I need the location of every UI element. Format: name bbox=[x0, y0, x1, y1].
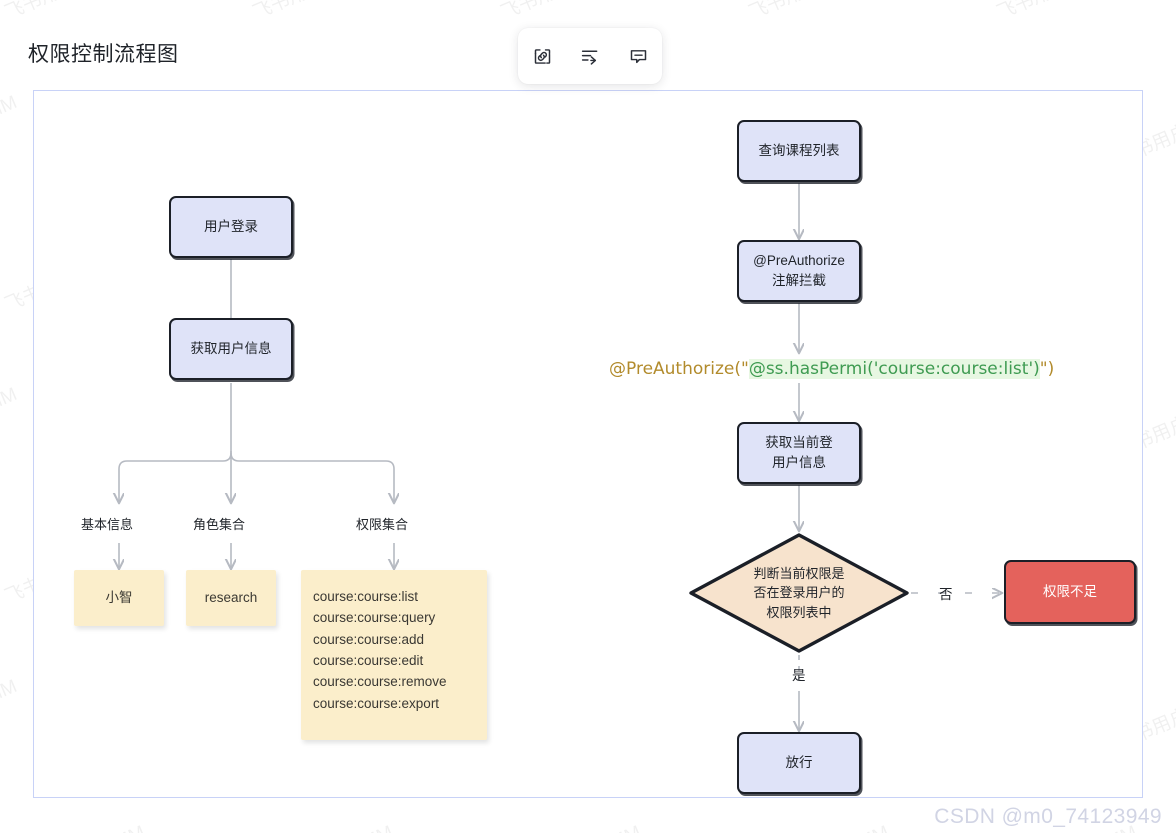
node-label: 放行 bbox=[785, 755, 813, 771]
watermark-text: 飞书用户0506MM bbox=[248, 817, 397, 833]
watermark-text: 飞书用户0506MM bbox=[496, 817, 645, 833]
node-get-user-info[interactable]: 获取用户信息 bbox=[169, 318, 293, 380]
permission-item: course:course:query bbox=[313, 610, 436, 626]
note-roles-value[interactable]: research bbox=[186, 570, 276, 626]
annotation-inner: @ss.hasPermi('course:course:list') bbox=[748, 359, 1040, 379]
share-icon-button[interactable] bbox=[573, 39, 607, 73]
node-allow[interactable]: 放行 bbox=[737, 732, 861, 794]
toolbar bbox=[518, 28, 662, 84]
comment-icon-button[interactable] bbox=[621, 39, 655, 73]
node-label-line2: 注解拦截 bbox=[772, 273, 826, 288]
edge-label-yes: 是 bbox=[792, 668, 806, 683]
node-permission-denied[interactable]: 权限不足 bbox=[1004, 560, 1136, 624]
node-label-line1: @PreAuthorize bbox=[753, 253, 845, 269]
annotation-preauthorize-code: @PreAuthorize("@ss.hasPermi('course:cour… bbox=[609, 359, 1054, 379]
page-header: 权限控制流程图 bbox=[0, 0, 1176, 88]
annotation-outer-prefix: @PreAuthorize(" bbox=[609, 359, 749, 379]
watermark-text: 飞书用户0506MM bbox=[744, 817, 893, 833]
node-label-line2: 用户信息 bbox=[772, 455, 826, 470]
watermark-text: 飞书用户0506MM bbox=[0, 92, 21, 170]
permission-item: course:course:export bbox=[313, 695, 440, 711]
node-label: 权限不足 bbox=[1043, 584, 1097, 600]
diamond-shape bbox=[689, 533, 909, 653]
diamond-label-line3: 权限列表中 bbox=[766, 604, 832, 620]
permission-item: course:course:remove bbox=[313, 674, 447, 690]
csdn-watermark: CSDN @m0_74123949 bbox=[934, 805, 1162, 828]
link-icon-button[interactable] bbox=[525, 39, 559, 73]
node-label: 获取用户信息 bbox=[190, 341, 272, 357]
node-label: 获取当前登 用户信息 bbox=[765, 433, 833, 472]
watermark-text: 飞书用户0506MM bbox=[0, 817, 149, 833]
permission-item: course:course:list bbox=[313, 589, 419, 604]
comment-icon bbox=[628, 46, 649, 67]
node-query-course-list[interactable]: 查询课程列表 bbox=[737, 120, 861, 182]
note-basic-info-value[interactable]: 小智 bbox=[74, 570, 164, 626]
diamond-label-line2: 否在登录用户的 bbox=[753, 585, 845, 601]
permission-item: course:course:edit bbox=[313, 652, 424, 668]
share-icon bbox=[580, 46, 601, 67]
diamond-label-line1: 判断当前权限是 bbox=[753, 565, 845, 581]
watermark-text: 飞书用户0506MM bbox=[0, 676, 21, 754]
node-label: @PreAuthorize 注解拦截 bbox=[753, 251, 845, 290]
branch-label-basic-info: 基本信息 bbox=[81, 517, 134, 532]
node-preauthorize-intercept[interactable]: @PreAuthorize 注解拦截 bbox=[737, 240, 861, 302]
watermark-text: 飞书用户0506MM bbox=[0, 384, 21, 462]
diagram-canvas[interactable]: 用户登录 获取用户信息 基本信息 角色集合 权限集合 小智 research c… bbox=[33, 90, 1143, 798]
node-user-login[interactable]: 用户登录 bbox=[169, 196, 293, 258]
note-label: 小智 bbox=[105, 590, 133, 606]
note-label: research bbox=[204, 590, 258, 606]
diamond-label: 判断当前权限是 否在登录用户的 权限列表中 bbox=[687, 531, 911, 655]
node-label: 用户登录 bbox=[204, 219, 258, 235]
note-permission-list[interactable]: course:course:list course:course:query c… bbox=[301, 570, 487, 740]
link-icon bbox=[532, 46, 553, 67]
permission-item: course:course:add bbox=[313, 631, 425, 647]
annotation-outer-suffix: ") bbox=[1039, 359, 1055, 379]
edge-label-no: 否 bbox=[939, 587, 953, 602]
node-permission-decision[interactable]: 判断当前权限是 否在登录用户的 权限列表中 bbox=[687, 531, 911, 655]
page-title: 权限控制流程图 bbox=[28, 43, 179, 66]
flow-edges bbox=[34, 183, 1144, 799]
node-label-line1: 获取当前登 bbox=[765, 435, 833, 451]
branch-label-permissions: 权限集合 bbox=[356, 517, 409, 532]
node-label: 查询课程列表 bbox=[758, 143, 840, 159]
branch-label-roles: 角色集合 bbox=[193, 517, 246, 532]
node-get-current-user[interactable]: 获取当前登 用户信息 bbox=[737, 422, 861, 484]
